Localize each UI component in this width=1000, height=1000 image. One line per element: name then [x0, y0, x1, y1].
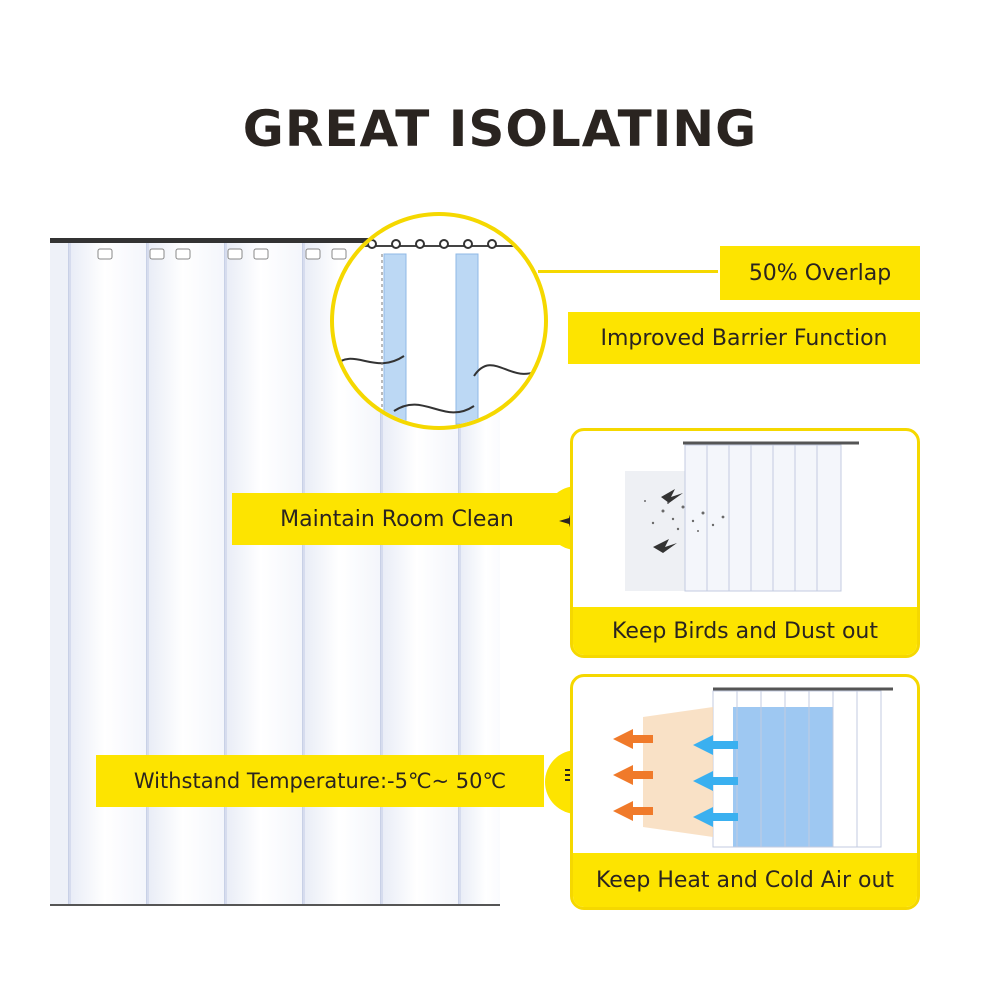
overlap-zoom-detail [330, 212, 548, 430]
birds-dust-panel: Keep Birds and Dust out [570, 428, 920, 658]
overlap-detail-drawing [334, 239, 544, 426]
page-title: GREAT ISOLATING [242, 100, 758, 158]
barrier-label: Improved Barrier Function [568, 312, 920, 364]
curtain-bottom-edge [50, 904, 500, 906]
overlap-label: 50% Overlap [720, 246, 920, 300]
temperature-label: Withstand Temperature:-5℃~ 50℃ [96, 755, 544, 807]
connector-line [538, 270, 718, 273]
clean-label: Maintain Room Clean [232, 493, 562, 545]
heat-cold-illustration [613, 687, 893, 848]
birds-dust-illustration [625, 441, 859, 592]
curtain-rail [50, 238, 500, 243]
heat-label: Keep Heat and Cold Air out [573, 853, 917, 907]
heat-cold-panel: Keep Heat and Cold Air out [570, 674, 920, 910]
birds-label: Keep Birds and Dust out [573, 607, 917, 655]
